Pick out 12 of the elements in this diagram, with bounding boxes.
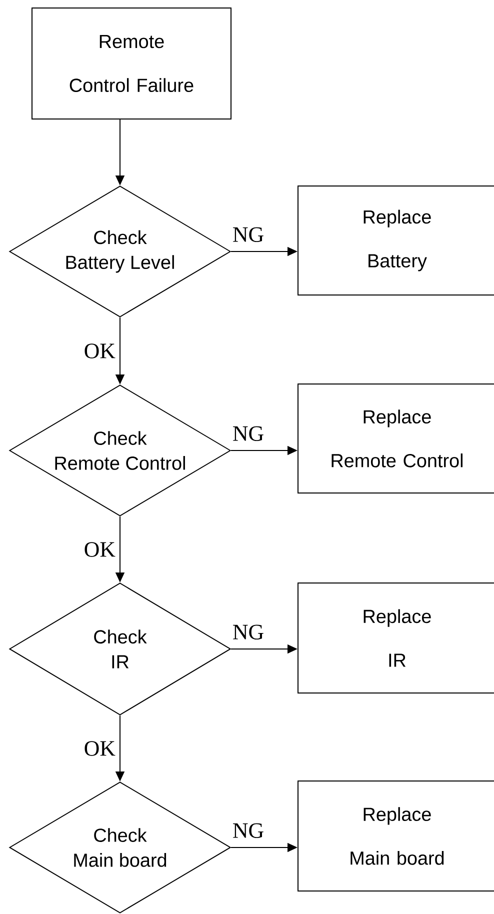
process-box: Remote Control Failure	[32, 8, 232, 120]
edge-label: NG	[231, 226, 266, 243]
process-box: Replace Main board	[298, 780, 494, 892]
edge-label: OK	[82, 541, 116, 558]
edge-label: NG	[231, 624, 266, 640]
process-box: Replace Remote Control	[298, 384, 494, 494]
edge-label: NG	[231, 822, 266, 839]
edge-label: OK	[82, 342, 116, 360]
edge-label: OK	[82, 740, 116, 757]
process-box: Replace Battery	[298, 186, 494, 296]
process-box: Replace IR	[298, 582, 494, 694]
edge-label: NG	[231, 425, 266, 442]
